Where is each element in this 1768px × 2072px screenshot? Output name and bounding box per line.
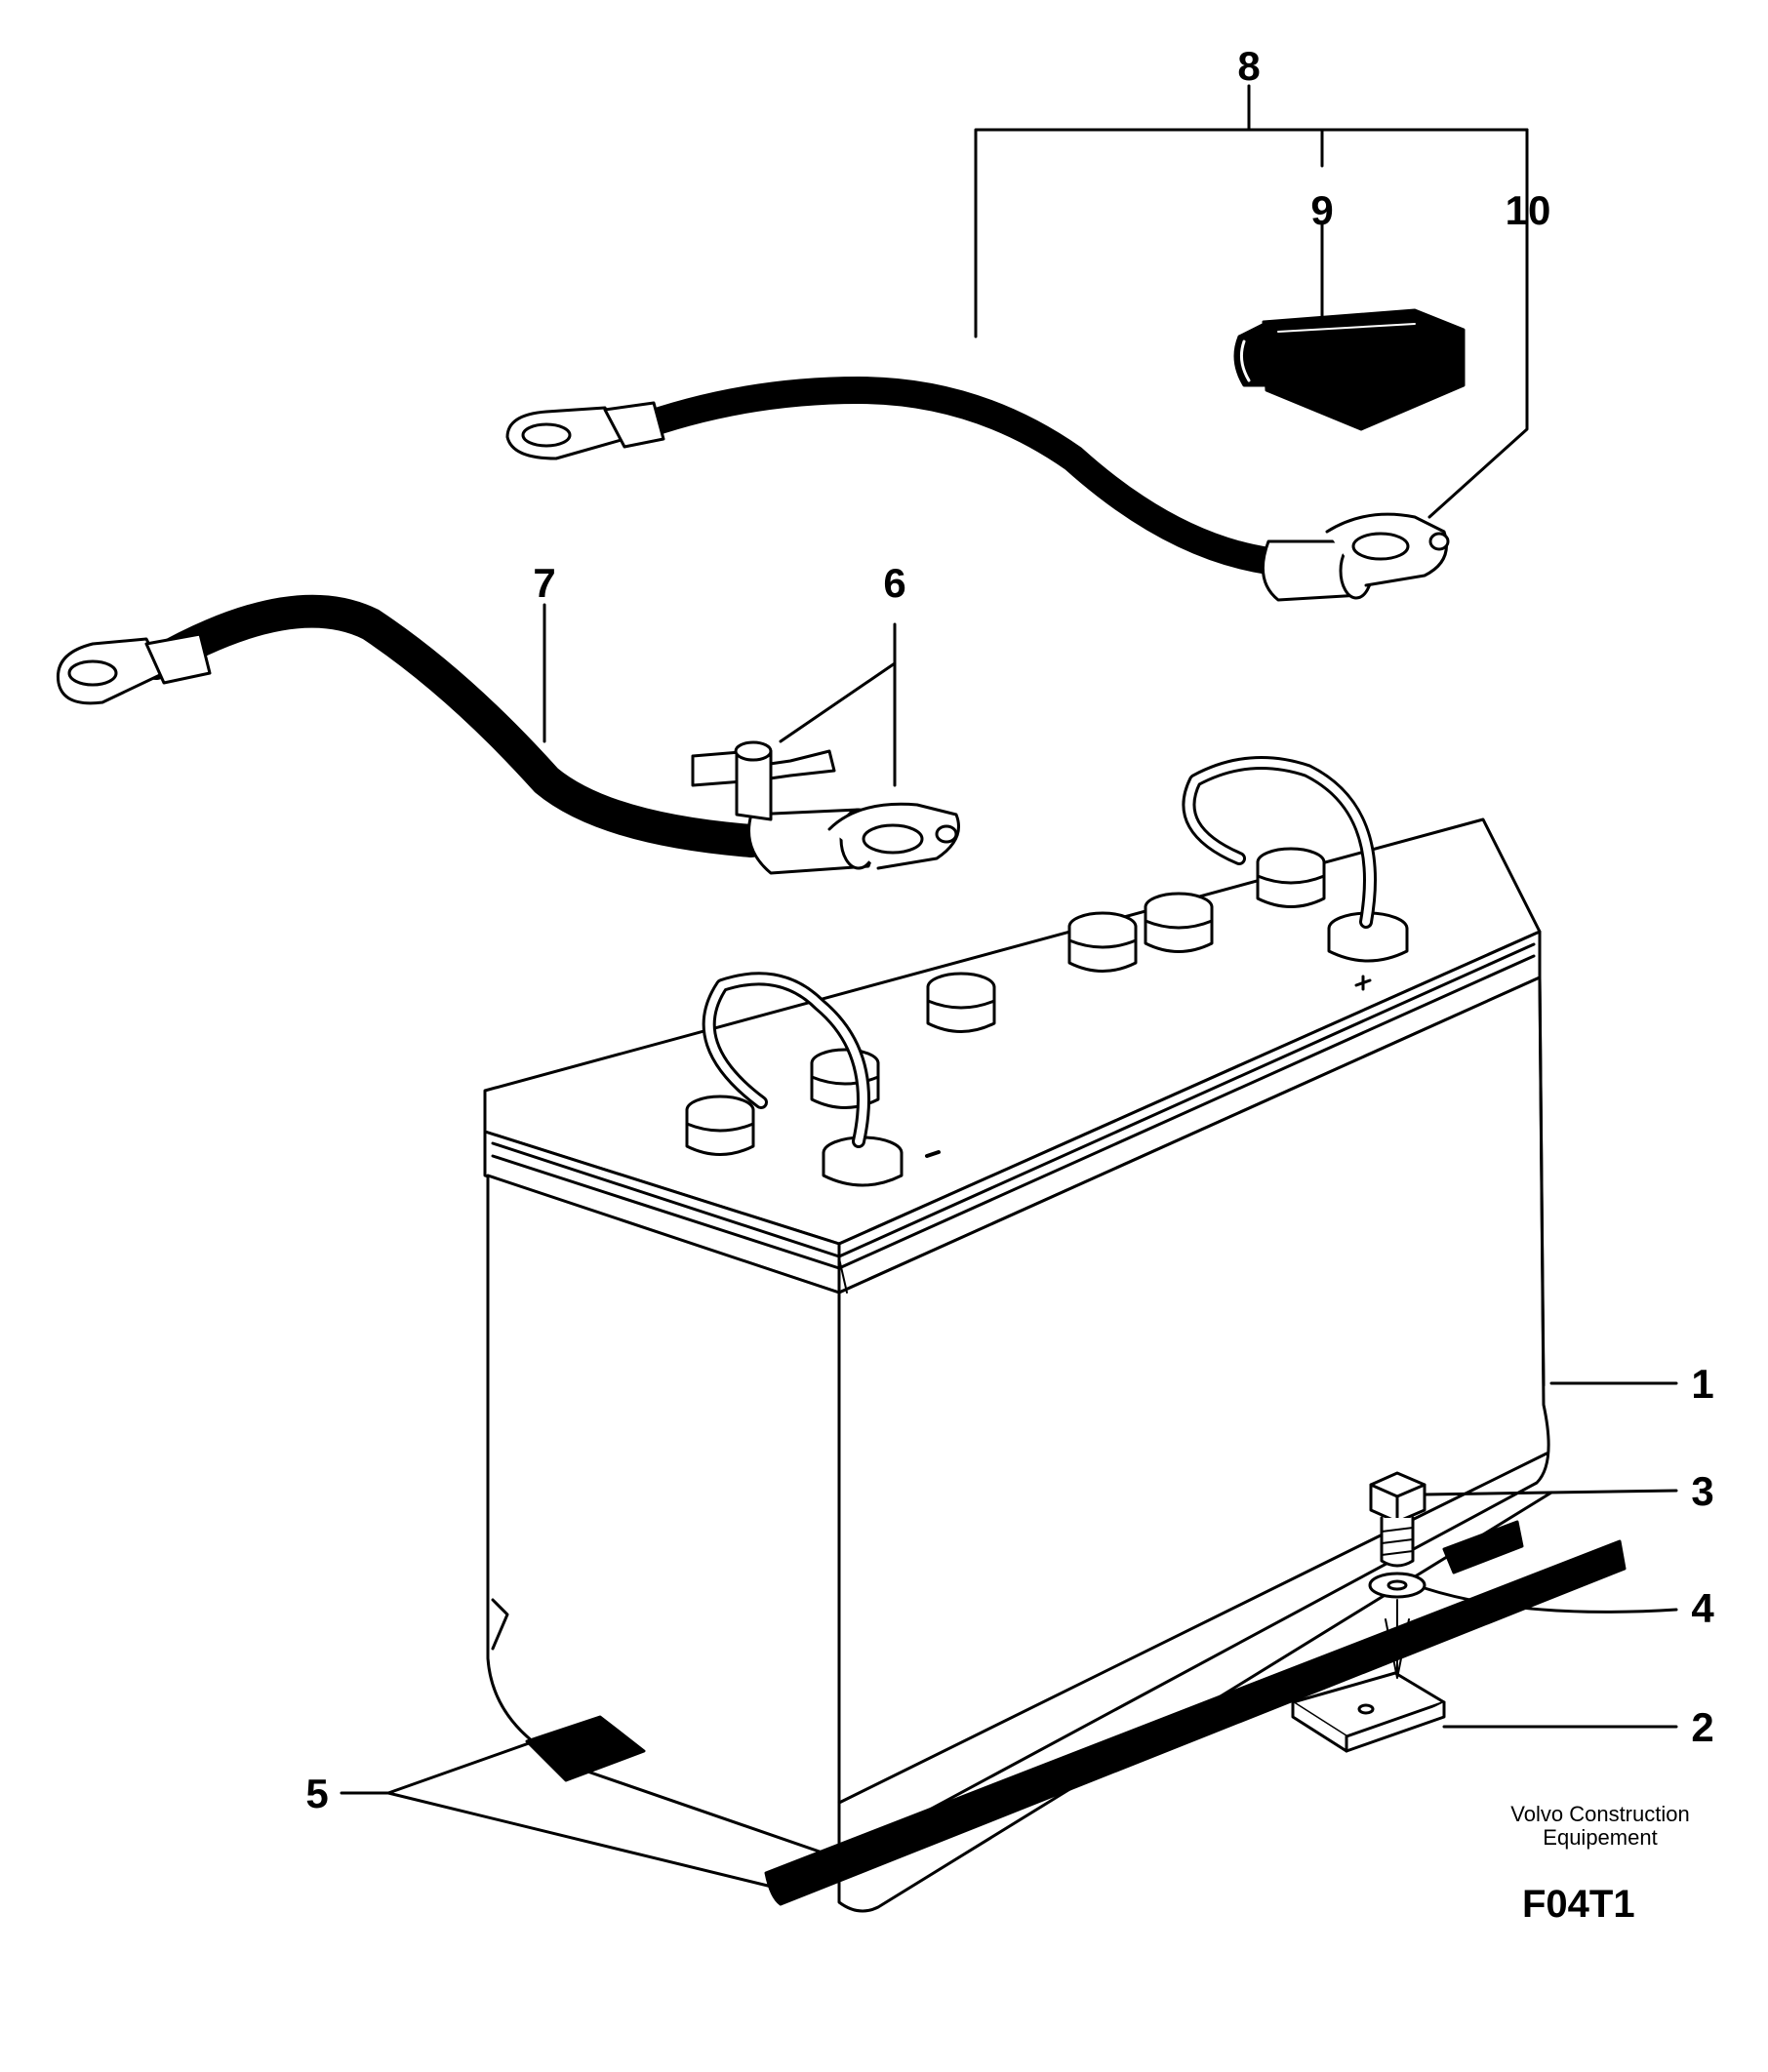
callout-5: 5 bbox=[305, 1771, 328, 1816]
washer bbox=[1368, 1572, 1426, 1599]
callout-3: 3 bbox=[1691, 1468, 1713, 1514]
negative-cable bbox=[56, 594, 768, 857]
leader-lines bbox=[340, 84, 1678, 1890]
terminal-clamp-with-wing-nut bbox=[691, 740, 960, 875]
hold-down-bracket bbox=[1291, 1671, 1446, 1753]
callout-6: 6 bbox=[883, 560, 905, 606]
battery-body bbox=[483, 817, 1553, 1913]
bolt bbox=[1369, 1471, 1426, 1568]
callout-1: 1 bbox=[1691, 1361, 1713, 1407]
terminal-cover bbox=[1233, 308, 1466, 431]
callout-2: 2 bbox=[1691, 1704, 1713, 1750]
negative-terminal-post bbox=[822, 1136, 904, 1187]
callout-9: 9 bbox=[1310, 187, 1333, 233]
cell-cap bbox=[926, 972, 996, 1033]
cell-caps bbox=[685, 756, 1409, 1187]
company-line-2: Equipement bbox=[1543, 1825, 1658, 1850]
figure-code: F04T1 bbox=[1522, 1883, 1635, 1926]
callout-10: 10 bbox=[1506, 187, 1551, 233]
cell-cap bbox=[1256, 847, 1326, 908]
callout-4: 4 bbox=[1691, 1585, 1714, 1631]
terminal-clamp bbox=[1261, 512, 1450, 602]
cell-cap bbox=[1067, 911, 1138, 973]
cell-cap bbox=[685, 1095, 755, 1156]
company-caption: Volvo Construction Equipement bbox=[1454, 1803, 1747, 1850]
positive-terminal-post bbox=[1327, 911, 1409, 963]
cell-cap bbox=[1144, 892, 1214, 953]
callout-7: 7 bbox=[533, 560, 555, 606]
callout-8: 8 bbox=[1237, 43, 1260, 89]
positive-cable bbox=[505, 377, 1282, 575]
company-line-1: Volvo Construction bbox=[1510, 1802, 1690, 1826]
